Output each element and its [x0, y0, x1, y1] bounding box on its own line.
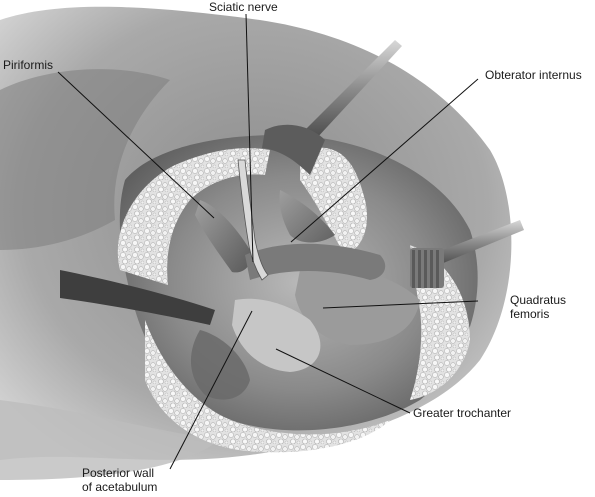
fat-rim-upper-right [300, 147, 368, 255]
label-posterior-wall-line1: Posterior wall [82, 466, 155, 480]
lower-skin [0, 400, 220, 480]
fat-rim-lower [145, 320, 390, 453]
label-obturator-internus: Obterator internus [485, 68, 582, 82]
retractor-top-shaft [305, 40, 402, 140]
label-quadratus-femoris-line2: femoris [510, 307, 550, 321]
gemelli-muscles [245, 243, 386, 280]
leader-posterior-wall [169, 310, 253, 470]
leader-greater-trochanter [275, 348, 411, 414]
leader-piriformis [57, 71, 215, 219]
leader-obturator-internus [290, 78, 479, 243]
retractor-left-blade [60, 270, 215, 325]
label-quadratus-femoris-line1: Quadratus [510, 293, 567, 307]
obturator-muscle [279, 190, 335, 243]
leader-lines [57, 13, 479, 470]
label-greater-trochanter: Greater trochanter [413, 406, 512, 420]
leader-quadratus-femoris [322, 300, 479, 309]
leader-sciatic-nerve [245, 13, 254, 263]
retractor-top-blade [262, 124, 325, 175]
skin-fold-shadow [0, 69, 170, 250]
fat-rim-upper-left [117, 148, 270, 285]
rake-retractor-shaft [430, 220, 524, 266]
label-posterior-wall-line2: of acetabulum [82, 480, 158, 494]
label-piriformis: Piriformis [3, 58, 53, 72]
label-sciatic-nerve: Sciatic nerve [209, 0, 278, 14]
piriformis-muscle [195, 200, 252, 273]
trochanter-region [232, 298, 321, 372]
acetabulum-region [190, 330, 250, 400]
rake-retractor-tines [410, 248, 444, 288]
